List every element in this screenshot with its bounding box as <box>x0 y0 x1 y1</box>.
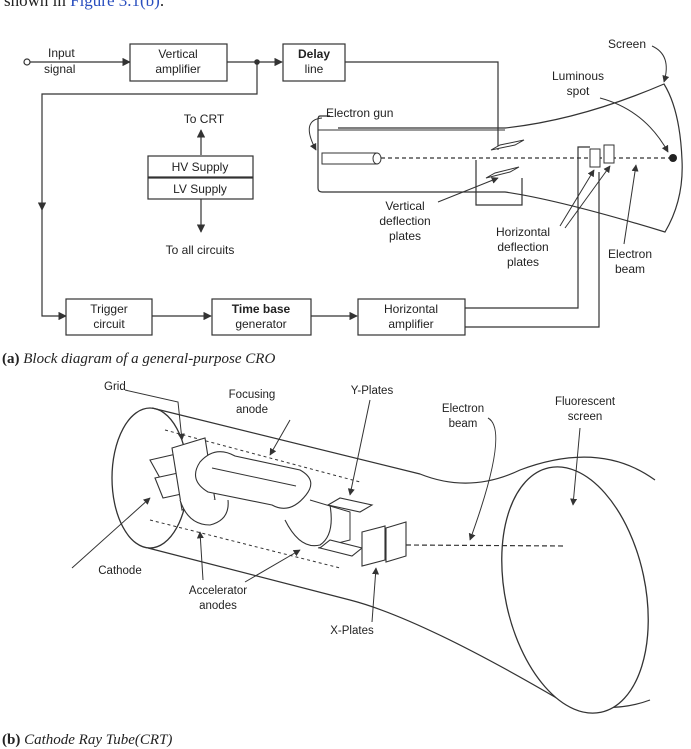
delay-line-label-1: Delay <box>298 47 330 61</box>
horizontal-amplifier-box <box>357 298 466 336</box>
top-text-fragment: shown in Figure 3.1(b). <box>4 0 164 10</box>
x-plate-1 <box>361 525 386 567</box>
to-all-circuits-label: To all circuits <box>166 243 235 257</box>
focusing-anode-body <box>194 451 312 509</box>
crt-electron-beam <box>405 544 566 547</box>
electron-beam-label-1: Electron <box>608 247 652 261</box>
luminous-spot-label-2: spot <box>567 84 590 98</box>
fluorescent-screen-label-1: Fluorescent <box>555 396 616 408</box>
caption-b: (b) Cathode Ray Tube(CRT) <box>2 732 172 748</box>
cathode-label: Cathode <box>98 565 141 577</box>
input-label-2: signal <box>44 62 75 76</box>
crt-electron-beam-label-1: Electron <box>442 403 484 415</box>
luminous-spot-dot <box>669 154 677 162</box>
electron-gun-label: Electron gun <box>326 106 393 120</box>
figure-link[interactable]: Figure 3.1(b) <box>70 0 160 10</box>
input-label-1: Input <box>48 46 75 60</box>
x-plate-2 <box>385 521 407 563</box>
trigger-circuit-label-1: Trigger <box>90 302 128 316</box>
y-plate-bottom <box>318 539 364 557</box>
electron-gun <box>321 152 378 165</box>
electron-beam-label-2: beam <box>615 262 645 276</box>
to-crt-label: To CRT <box>184 112 225 126</box>
block-diagram: Input signal Vertical amplifier Delay li… <box>23 37 683 336</box>
hv-supply-label: HV Supply <box>172 160 229 174</box>
horizontal-deflection-label-2: deflection <box>497 240 548 254</box>
crt-electron-beam-label-2: beam <box>449 418 478 430</box>
caption-a: (a) Block diagram of a general-purpose C… <box>2 351 275 367</box>
vertical-plate-bottom <box>485 166 520 179</box>
horizontal-deflection-label-3: plates <box>507 255 539 269</box>
vertical-plate-top <box>490 139 525 151</box>
grid-label: Grid <box>104 381 126 393</box>
fluorescent-screen-face <box>501 466 649 714</box>
time-base-label-1: Time base <box>232 302 291 316</box>
lv-supply-label: LV Supply <box>173 182 227 196</box>
accelerator-anode-2 <box>284 504 332 547</box>
accelerator-anodes-label-1: Accelerator <box>189 585 247 597</box>
vertical-deflection-label-3: plates <box>389 229 421 243</box>
horizontal-amplifier-label-1: Horizontal <box>384 302 438 316</box>
horizontal-plate-2 <box>603 144 615 164</box>
y-plates-label: Y-Plates <box>351 385 394 397</box>
focusing-anode-label-2: anode <box>236 404 268 416</box>
vertical-amplifier-label-2: amplifier <box>155 62 200 76</box>
top-text-prefix: shown in <box>4 0 70 10</box>
luminous-spot-label-1: Luminous <box>552 69 604 83</box>
time-base-label-2: generator <box>235 317 286 331</box>
vertical-deflection-label-1: Vertical <box>385 199 424 213</box>
tube-neck-bottom <box>147 547 651 709</box>
crt-diagram: Grid Focusing anode Y-Plates Electron be… <box>71 381 656 714</box>
crt-envelope <box>317 83 683 233</box>
horizontal-plate-1 <box>589 148 601 168</box>
vertical-amplifier-label-1: Vertical <box>158 47 197 61</box>
time-base-generator-box <box>211 298 312 336</box>
horizontal-deflection-label-1: Horizontal <box>496 225 550 239</box>
accelerator-anode-1 <box>179 499 229 526</box>
focusing-anode-label-1: Focusing <box>229 389 276 401</box>
tube-neck-top <box>151 407 656 484</box>
trigger-circuit-label-2: circuit <box>93 317 125 331</box>
hv-supply-box <box>147 155 254 178</box>
vertical-deflection-label-2: deflection <box>379 214 430 228</box>
input-terminal <box>23 58 31 66</box>
accelerator-anodes-label-2: anodes <box>199 600 237 612</box>
horizontal-amplifier-label-2: amplifier <box>388 317 433 331</box>
trigger-circuit-box <box>65 298 153 336</box>
x-plates-label: X-Plates <box>330 625 374 637</box>
delay-line-label-2: line <box>305 62 324 76</box>
screen-label: Screen <box>608 37 646 51</box>
y-plate-top <box>326 497 374 513</box>
fluorescent-screen-label-2: screen <box>568 411 603 423</box>
delay-line-box <box>282 43 346 82</box>
